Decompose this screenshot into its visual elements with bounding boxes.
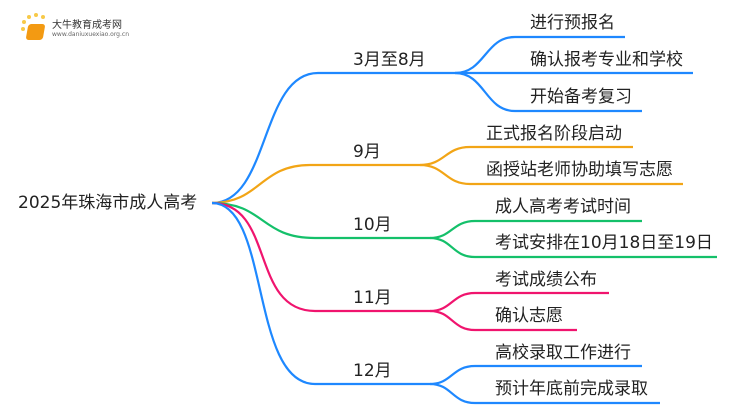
logo: 大牛教育成考网 www.daniuxuexiao.org.cn xyxy=(18,12,148,46)
connector-leaf xyxy=(454,71,642,113)
connector-leaf xyxy=(429,219,642,240)
connector-leaf xyxy=(429,364,642,386)
leaf-node: 预计年底前完成录取 xyxy=(495,379,648,399)
leaf-node: 成人高考考试时间 xyxy=(495,197,631,217)
connector-leaf xyxy=(429,236,717,259)
root-node: 2025年珠海市成人高考 xyxy=(18,193,198,213)
logo-title: 大牛教育成考网 xyxy=(52,20,122,31)
connector-12 xyxy=(211,201,430,386)
connector-leaf xyxy=(429,382,660,405)
branch-node: 3月至8月 xyxy=(353,50,426,70)
leaf-node: 高校录取工作进行 xyxy=(495,343,631,363)
connector-9 xyxy=(211,163,420,205)
branch-node: 12月 xyxy=(353,361,392,381)
logo-url: www.daniuxuexiao.org.cn xyxy=(52,31,129,38)
branch-node: 9月 xyxy=(353,142,381,162)
connector-3-8 xyxy=(211,71,455,205)
connector-leaf xyxy=(419,145,633,167)
branch-node: 10月 xyxy=(353,215,392,235)
connector-leaf xyxy=(419,163,683,186)
connector-11 xyxy=(211,201,430,313)
logo-dot-icon xyxy=(34,13,38,17)
connector-leaf xyxy=(454,35,625,75)
leaf-node: 进行预报名 xyxy=(530,13,615,33)
connector-leaf xyxy=(429,291,609,313)
leaf-node: 考试成绩公布 xyxy=(495,270,597,290)
leaf-node: 开始备考复习 xyxy=(530,87,632,107)
logo-dot-icon xyxy=(41,15,45,19)
leaf-node: 确认报考专业和学校 xyxy=(530,50,683,70)
connector-10 xyxy=(211,201,430,240)
leaf-node: 函授站老师协助填写志愿 xyxy=(486,160,673,180)
leaf-node: 确认志愿 xyxy=(495,306,563,326)
leaf-node: 正式报名阶段启动 xyxy=(486,124,622,144)
leaf-node: 考试安排在10月18日至19日 xyxy=(495,233,713,253)
logo-dot-icon xyxy=(27,15,31,19)
branch-node: 11月 xyxy=(353,288,392,308)
connector-leaf xyxy=(429,309,577,332)
logo-dot-icon xyxy=(22,20,26,24)
logo-dot-icon xyxy=(21,27,25,31)
